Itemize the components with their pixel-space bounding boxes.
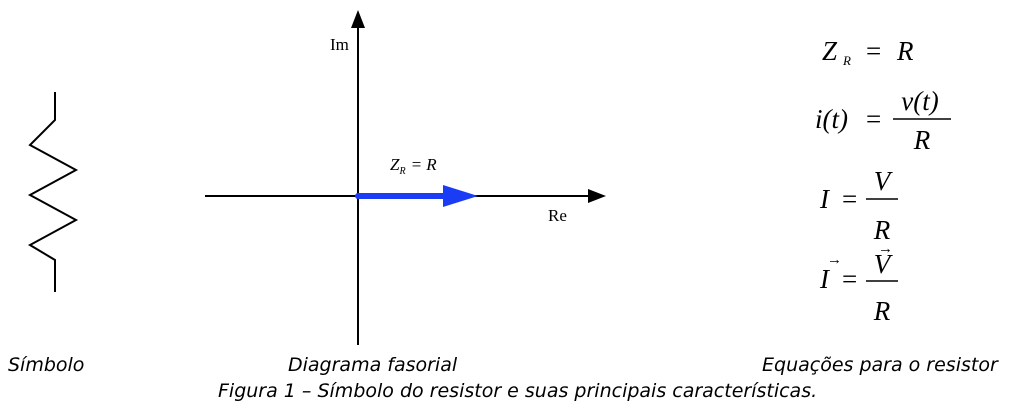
equation-current-vector: I → = V → R [819,241,898,326]
equation-impedance: Z R = R [822,36,914,68]
vector-label: ZR= R [390,155,437,177]
svg-text:i(t): i(t) [815,104,848,134]
im-axis-label: Im [330,35,349,54]
re-axis-label: Re [548,206,567,225]
svg-text:=: = [842,264,857,294]
equations-label: Equações para o resistor [762,354,998,376]
svg-text:R: R [896,36,914,66]
svg-text:=: = [842,184,857,214]
svg-text:=: = [866,36,881,66]
svg-text:V: V [874,249,894,279]
svg-text:I: I [819,184,831,214]
svg-text:R: R [873,296,891,326]
svg-text:=: = [866,104,881,134]
svg-text:I: I [819,264,831,294]
svg-text:Z: Z [822,36,838,66]
svg-text:→: → [827,252,842,268]
symbol-label: Símbolo [8,354,85,376]
origin-dot [355,193,361,199]
impedance-vector-arrowhead [443,185,478,207]
real-axis-arrowhead [588,189,606,203]
phasor-diagram-label: Diagrama fasorial [288,354,458,376]
svg-text:R: R [842,53,851,68]
resistor-symbol [27,92,79,292]
figure-caption: Figura 1 – Símbolo do resistor e suas pr… [218,380,818,402]
svg-text:→: → [878,241,893,257]
imaginary-axis-arrowhead [351,10,365,28]
svg-text:R: R [913,125,931,155]
equation-current-phasor: I = V R [819,166,898,245]
svg-text:R: R [873,215,891,245]
equation-current-time: i(t) = v(t) R [815,86,951,155]
svg-text:V: V [874,166,894,196]
svg-text:v(t): v(t) [901,86,938,116]
